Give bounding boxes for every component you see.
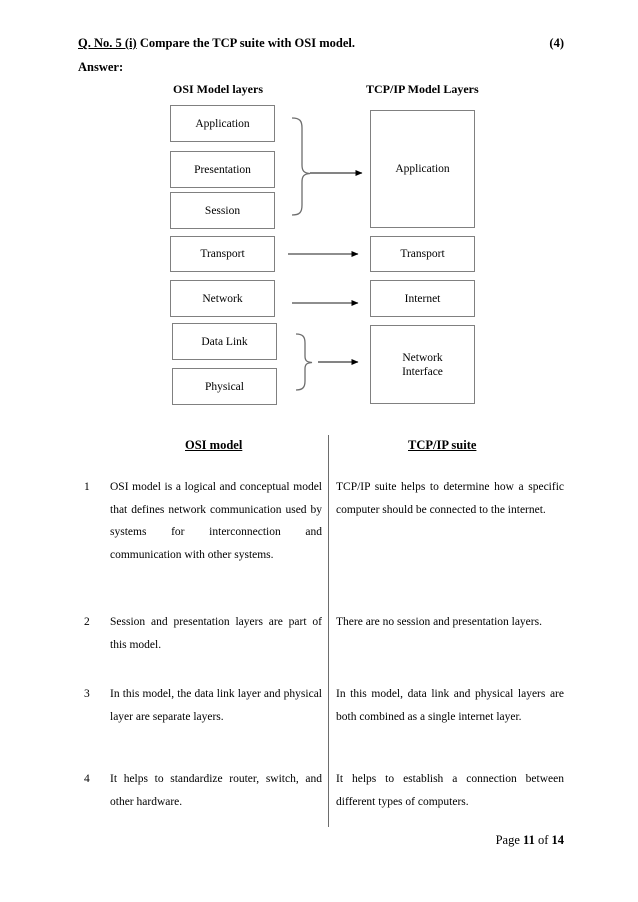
tcpip-layer-application-label: Application	[395, 163, 450, 175]
row-number: 1	[84, 481, 90, 493]
footer-total-pages: 14	[551, 833, 565, 847]
tcpip-layer-internet-label: Internet	[404, 292, 441, 305]
row-cell-right: In this model, data link and physical la…	[336, 688, 564, 723]
osi-layer-physical-label: Physical	[205, 380, 244, 393]
tcpip-layer-transport: Transport	[370, 236, 475, 272]
page-footer: Page 11 of 14	[0, 833, 564, 848]
table-column-divider	[328, 435, 329, 827]
tcpip-layer-internet: Internet	[370, 280, 475, 317]
osi-layer-network-label: Network	[202, 292, 243, 305]
row-cell-left: It helps to standardize router, switch, …	[110, 773, 322, 808]
brace-lower	[295, 333, 313, 391]
osi-tcpip-diagram: OSI Model layers TCP/IP Model Layers App…	[0, 0, 638, 420]
row-number: 4	[84, 773, 90, 785]
row-number: 3	[84, 688, 90, 700]
osi-layer-application-label: Application	[195, 117, 250, 130]
tcpip-layer-application: Application	[370, 110, 475, 228]
osi-layer-transport: Transport	[170, 236, 275, 272]
row-cell-right: TCP/IP suite helps to determine how a sp…	[336, 481, 564, 516]
row-cell-left: OSI model is a logical and conceptual mo…	[110, 481, 322, 561]
row-cell-left: Session and presentation layers are part…	[110, 616, 322, 651]
tcpip-layer-network-interface-label-line2: Interface	[402, 365, 443, 378]
osi-layer-physical: Physical	[172, 368, 277, 405]
row-number: 2	[84, 616, 90, 628]
tcpip-layer-network-interface-label-line1: Network	[402, 351, 443, 364]
table-header-left: OSI model	[185, 438, 243, 452]
table-header-right: TCP/IP suite	[408, 438, 477, 452]
brace-upper	[291, 117, 311, 216]
osi-layer-presentation: Presentation	[170, 151, 275, 188]
row-cell-right: It helps to establish a connection betwe…	[336, 773, 564, 808]
osi-layer-transport-label: Transport	[200, 248, 245, 260]
osi-layer-data-link: Data Link	[172, 323, 277, 360]
footer-current-page: 11	[523, 833, 535, 847]
osi-column-title: OSI Model layers	[173, 82, 263, 96]
tcpip-layer-network-interface: Network Interface	[370, 325, 475, 404]
osi-layer-presentation-label: Presentation	[194, 163, 251, 176]
question-line: Q. No. 5 (i) Compare the TCP suite with …	[78, 35, 564, 51]
row-cell-right: There are no session and presentation la…	[336, 616, 542, 628]
footer-prefix: Page	[495, 833, 524, 847]
osi-layer-data-link-label: Data Link	[201, 335, 248, 348]
row-cell-left: In this model, the data link layer and p…	[110, 688, 322, 723]
answer-label: Answer:	[78, 60, 124, 74]
osi-layer-session-label: Session	[204, 204, 241, 217]
diagram-connectors	[288, 117, 363, 391]
tcpip-layer-transport-label: Transport	[400, 248, 445, 260]
tcpip-column-title: TCP/IP Model Layers	[366, 82, 479, 96]
osi-layer-network: Network	[170, 280, 275, 317]
osi-layer-application: Application	[170, 105, 275, 142]
osi-layer-session: Session	[170, 192, 275, 229]
question-text: Compare the TCP suite with OSI model.	[139, 36, 355, 50]
question-marks: (4)	[549, 36, 564, 50]
footer-middle: of	[534, 833, 552, 847]
question-number: Q. No. 5 (i)	[78, 36, 137, 50]
